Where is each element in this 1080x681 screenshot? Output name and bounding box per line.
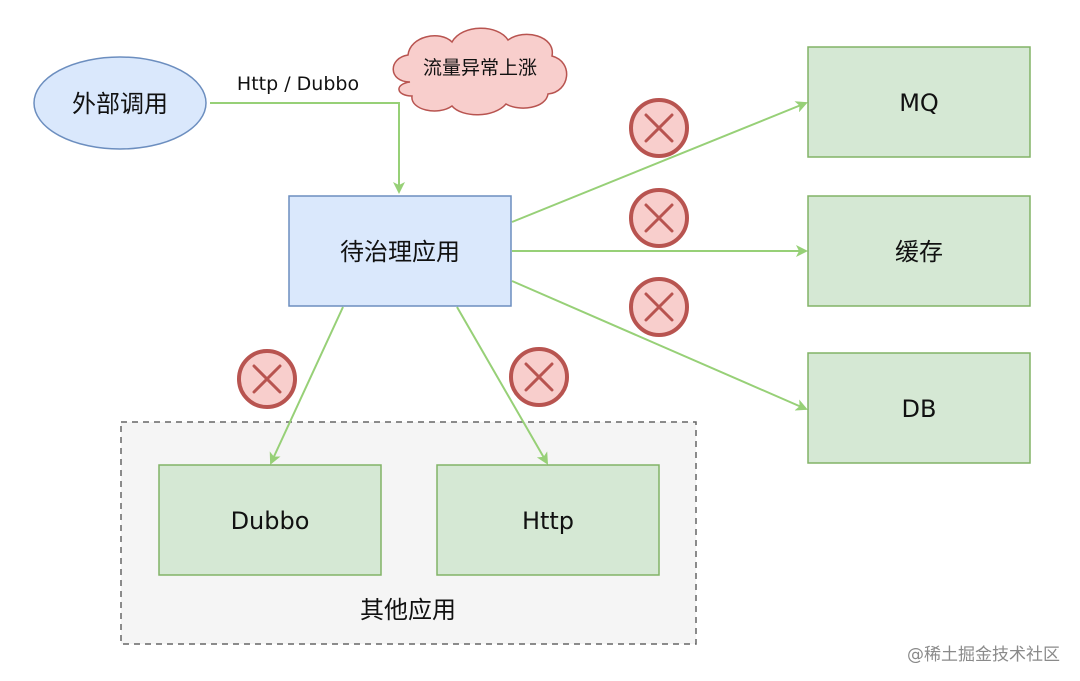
db-node[interactable] (807, 352, 1031, 464)
blocked-icon (509, 347, 569, 407)
traffic-surge-cloud (392, 27, 568, 116)
cache-label: 缓存 (895, 238, 943, 266)
edge-external-to-target (210, 102, 405, 194)
edge-target-to-dubbo (269, 306, 344, 465)
cache-node[interactable] (807, 195, 1031, 307)
target-app-node[interactable] (288, 195, 512, 307)
edges (210, 101, 808, 465)
http-node[interactable] (436, 464, 660, 576)
watermark: @稀土掘金技术社区 (907, 645, 1060, 665)
external-call-node[interactable] (33, 56, 207, 150)
edge-target-to-http (456, 306, 548, 465)
dubbo-label: Dubbo (231, 507, 310, 535)
blocked-icon (629, 188, 689, 248)
edge-target-to-db (511, 280, 808, 411)
target-app-label: 待治理应用 (340, 238, 460, 266)
traffic-surge-label: 流量异常上涨 (423, 57, 537, 79)
blocked-icon (629, 98, 689, 158)
blocked-icon (237, 349, 297, 409)
http-label: Http (522, 507, 574, 535)
db-label: DB (902, 395, 937, 423)
mq-node[interactable] (807, 46, 1031, 158)
mq-label: MQ (899, 89, 939, 117)
edge-target-to-mq (511, 101, 808, 223)
edge-label-external-to-target: Http / Dubbo (237, 73, 359, 95)
blocked-icon (629, 277, 689, 337)
external-call-label: 外部调用 (72, 90, 168, 118)
dubbo-node[interactable] (158, 464, 382, 576)
other-apps-group-label: 其他应用 (360, 596, 456, 624)
